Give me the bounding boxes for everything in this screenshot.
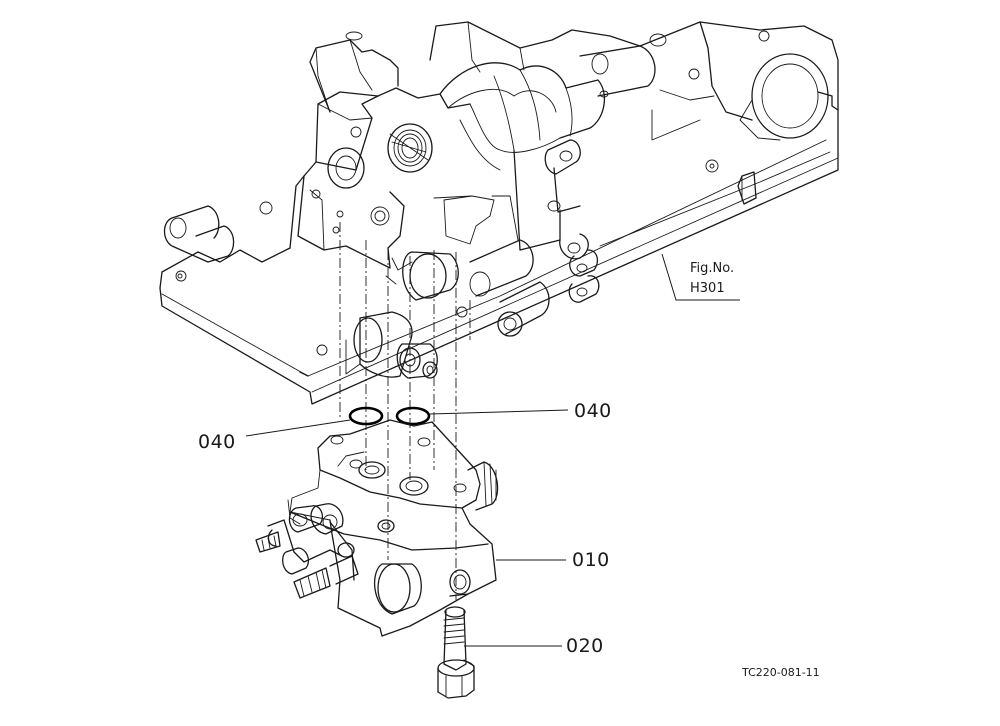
callout-leaders xyxy=(245,253,740,647)
callout-020: 020 xyxy=(566,635,604,657)
transmission-housing xyxy=(159,21,839,405)
callout-010: 010 xyxy=(572,549,610,571)
valve-assembly-010 xyxy=(255,419,499,637)
drawing-code: TC220-081-11 xyxy=(741,666,820,679)
bolt-part-020 xyxy=(437,606,475,699)
callout-040-left: 040 xyxy=(198,431,236,453)
o-ring-parts-040 xyxy=(348,406,431,426)
o-ring-left xyxy=(348,406,384,426)
figure-ref-line1: Fig.No. xyxy=(690,261,734,276)
o-ring-right xyxy=(395,406,431,426)
callout-040-right: 040 xyxy=(574,400,612,422)
alignment-center-lines xyxy=(339,222,471,600)
figure-ref-line2: H301 xyxy=(690,281,725,296)
